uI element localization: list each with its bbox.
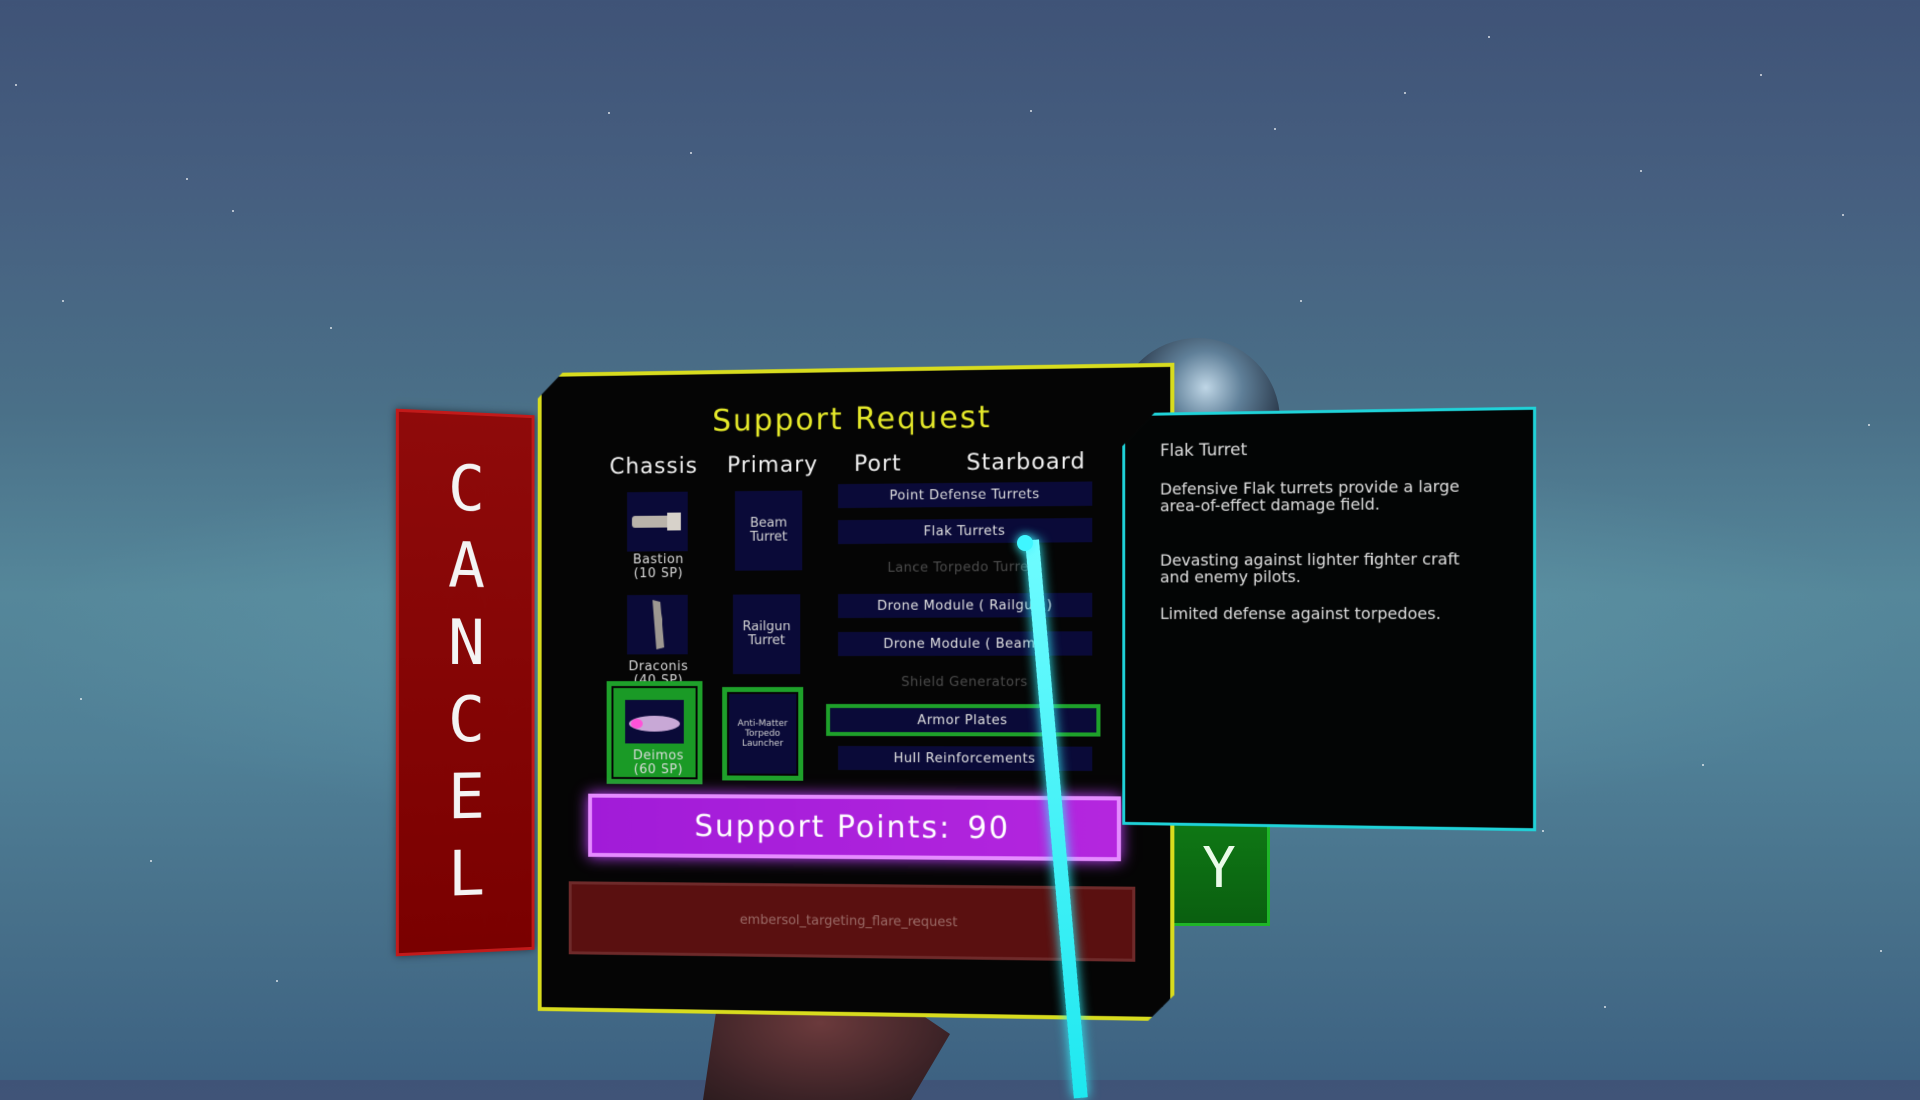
info-title: Flak Turret: [1160, 440, 1247, 461]
chassis-label: Draconis(40 SP): [610, 660, 708, 688]
weapon-item[interactable]: Drone Module ( Beam ): [838, 631, 1092, 656]
chassis-label: Bastion(10 SP): [610, 553, 708, 581]
primary-label: Anti-Matter Torpedo Launcher: [732, 719, 793, 749]
cancel-label: CANCEL: [425, 450, 506, 915]
chassis-item-draconis[interactable]: [627, 595, 688, 655]
cancel-button[interactable]: CANCEL: [396, 409, 535, 957]
request-text: embersol_targeting_flare_request: [740, 912, 958, 929]
weapon-item[interactable]: Point Defense Turrets: [838, 481, 1092, 508]
info-paragraph: Limited defense against torpedoes.: [1160, 605, 1478, 622]
deimos-ship-icon: [625, 700, 684, 744]
confirm-button[interactable]: Y: [1168, 810, 1270, 926]
support-points-value: 90: [967, 810, 1010, 846]
request-field[interactable]: embersol_targeting_flare_request: [569, 881, 1136, 961]
support-points-display: Support Points: 90: [588, 794, 1121, 862]
weapon-item-disabled: Lance Torpedo Turrets: [838, 554, 1092, 580]
draconis-ship-icon: [643, 598, 672, 652]
weapon-item[interactable]: Drone Module ( Railgun ): [838, 593, 1092, 618]
column-header-starboard: Starboard: [966, 449, 1085, 476]
info-paragraph: Devasting against lighter fighter craft …: [1160, 550, 1478, 585]
primary-label: Beam Turret: [739, 516, 798, 544]
primary-item-beam-turret[interactable]: Beam Turret: [735, 490, 802, 570]
weapon-item-hovered[interactable]: Flak Turrets: [838, 518, 1092, 544]
weapon-item-disabled: Shield Generators: [838, 670, 1092, 694]
support-points-label: Support Points:: [694, 809, 951, 846]
column-header-primary: Primary: [727, 452, 818, 478]
primary-item-railgun-turret[interactable]: Railgun Turret: [733, 594, 800, 674]
weapon-item-selected[interactable]: Armor Plates: [830, 708, 1096, 733]
panel-title: Support Request: [542, 397, 1171, 441]
chassis-label: Deimos(60 SP): [610, 749, 708, 777]
info-panel: Flak Turret Defensive Flak turrets provi…: [1122, 407, 1536, 832]
support-request-panel: Support Request Chassis Primary Port Sta…: [538, 363, 1175, 1021]
primary-item-anti-matter-torpedo-launcher[interactable]: Anti-Matter Torpedo Launcher: [729, 694, 796, 774]
column-header-chassis: Chassis: [610, 454, 698, 480]
info-paragraph: Defensive Flak turrets provide a large a…: [1160, 477, 1478, 514]
confirm-label: Y: [1202, 836, 1236, 901]
chassis-item-bastion[interactable]: [627, 492, 688, 552]
column-header-port: Port: [854, 451, 902, 477]
primary-label: Railgun Turret: [737, 620, 796, 648]
pointer-cursor: [1017, 535, 1033, 551]
bastion-ship-icon: [630, 510, 685, 534]
